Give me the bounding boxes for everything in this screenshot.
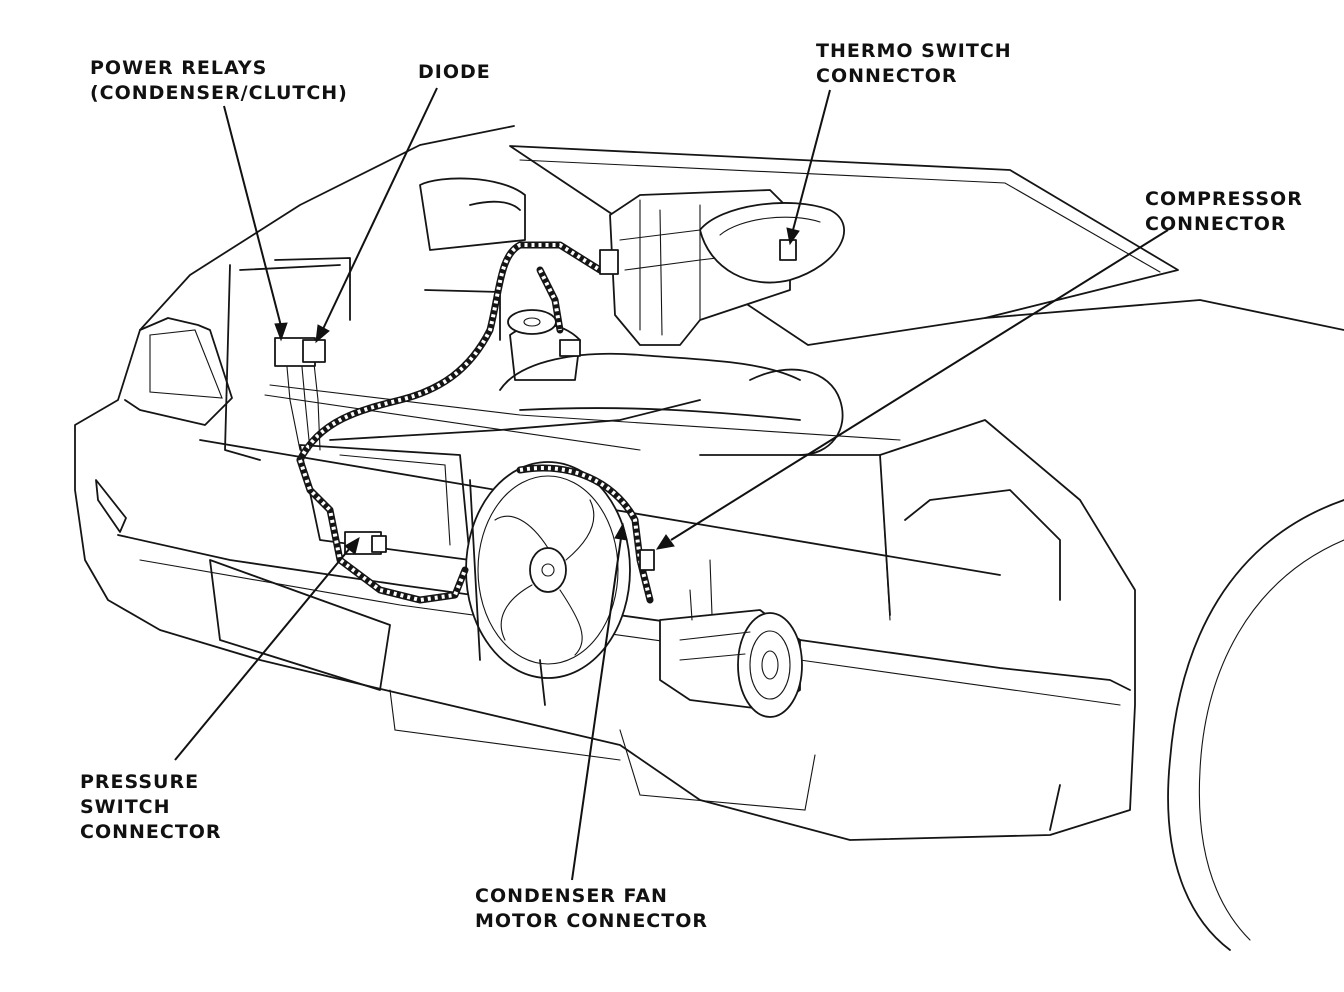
- diode-label: DIODE: [418, 60, 491, 85]
- car-body-outline: [74, 125, 1344, 951]
- engine-components: [239, 177, 901, 616]
- pressure-switch-label-line2: SWITCH: [80, 796, 171, 818]
- thermo-switch-label-line2: CONNECTOR: [816, 65, 958, 87]
- power-relays-label-line2: (CONDENSER/CLUTCH): [90, 82, 348, 104]
- compressor-label: COMPRESSOR CONNECTOR: [1145, 187, 1303, 237]
- condenser-fan: [465, 461, 631, 706]
- compressor-label-line2: CONNECTOR: [1145, 213, 1287, 235]
- pressure-switch-label-line3: CONNECTOR: [80, 821, 222, 843]
- condenser-fan-label: CONDENSER FAN MOTOR CONNECTOR: [475, 884, 708, 934]
- condenser-fan-label-line2: MOTOR CONNECTOR: [475, 910, 708, 932]
- compressor: [659, 559, 803, 718]
- pressure-switch-label-line1: PRESSURE: [80, 771, 200, 793]
- pressure-switch-label: PRESSURE SWITCH CONNECTOR: [80, 770, 222, 845]
- power-relays-label: POWER RELAYS (CONDENSER/CLUTCH): [90, 56, 348, 106]
- thermo-switch-label: THERMO SWITCH CONNECTOR: [816, 39, 1012, 89]
- diode-label-line1: DIODE: [418, 61, 491, 83]
- leader-lines: [174, 87, 1169, 881]
- diode-ring: [507, 309, 557, 335]
- thermo-switch-label-line1: THERMO SWITCH: [816, 40, 1012, 62]
- wiring-harness: [284, 241, 654, 604]
- car-hood: [509, 145, 1344, 346]
- compressor-label-line1: COMPRESSOR: [1145, 188, 1303, 210]
- power-relays-label-line1: POWER RELAYS: [90, 57, 268, 79]
- air-cleaner: [609, 189, 845, 346]
- condenser-fan-label-line1: CONDENSER FAN: [475, 885, 668, 907]
